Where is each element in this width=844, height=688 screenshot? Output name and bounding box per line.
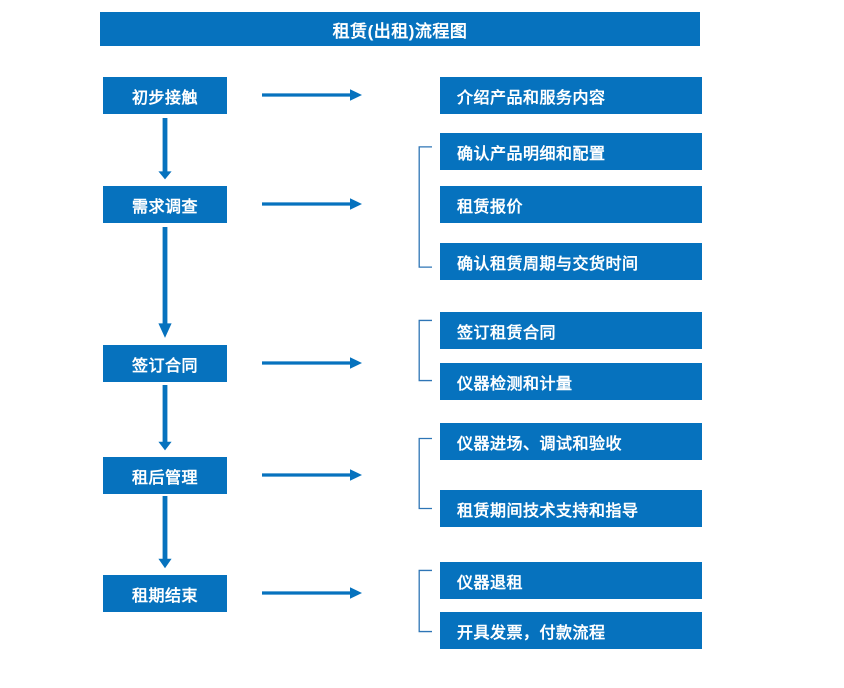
bracket-sign-contract-group — [418, 320, 434, 381]
stage-box-rental-end: 租期结束 — [103, 575, 227, 612]
detail-box-confirm-period-delivery: 确认租赁周期与交货时间 — [440, 243, 702, 280]
detail-label: 介绍产品和服务内容 — [457, 89, 606, 107]
detail-label: 仪器检测和计量 — [457, 375, 573, 393]
detail-label: 确认租赁周期与交货时间 — [457, 255, 639, 273]
arrow-to-initial-contact-details — [262, 88, 362, 102]
stage-label: 初步接触 — [131, 89, 198, 107]
detail-box-introduce-products: 介绍产品和服务内容 — [440, 77, 702, 114]
detail-label: 确认产品明细和配置 — [457, 145, 606, 163]
stage-label: 签订合同 — [131, 357, 198, 375]
detail-box-rental-quotation: 租赁报价 — [440, 186, 702, 223]
stage-box-initial-contact: 初步接触 — [103, 77, 227, 114]
detail-box-technical-support: 租赁期间技术支持和指导 — [440, 490, 702, 527]
detail-box-invoice-payment: 开具发票，付款流程 — [440, 612, 702, 649]
bracket-requirement-survey-group — [418, 146, 434, 268]
stage-label: 需求调查 — [131, 198, 198, 216]
detail-label: 开具发票，付款流程 — [457, 624, 606, 642]
detail-box-sign-rental-contract: 签订租赁合同 — [440, 312, 702, 349]
stage-box-requirement-survey: 需求调查 — [103, 186, 227, 223]
stage-box-sign-contract: 签订合同 — [103, 345, 227, 382]
arrow-to-rental-end-details — [262, 586, 362, 600]
page-title: 租赁(出租)流程图 — [100, 12, 700, 46]
bracket-rental-end-group — [418, 570, 434, 632]
arrow-to-sign-contract-details — [262, 356, 362, 370]
detail-label: 租赁报价 — [457, 198, 524, 216]
detail-label: 仪器退租 — [457, 574, 524, 592]
arrow-sign-contract-to-post-rental — [157, 385, 173, 451]
detail-box-instrument-entry-commissioning: 仪器进场、调试和验收 — [440, 423, 702, 460]
bracket-post-rental-group — [418, 438, 434, 509]
arrow-initial-contact-to-requirement-survey — [157, 118, 173, 180]
detail-box-confirm-product-spec: 确认产品明细和配置 — [440, 133, 702, 170]
arrow-requirement-survey-to-sign-contract — [157, 227, 173, 339]
arrow-to-post-rental-details — [262, 468, 362, 482]
detail-label: 租赁期间技术支持和指导 — [457, 502, 639, 520]
detail-label: 签订租赁合同 — [457, 324, 557, 342]
arrow-post-rental-to-rental-end — [157, 496, 173, 569]
arrow-to-requirement-survey-details — [262, 197, 362, 211]
detail-label: 仪器进场、调试和验收 — [457, 435, 623, 453]
stage-box-post-rental-management: 租后管理 — [103, 457, 227, 494]
detail-box-instrument-return: 仪器退租 — [440, 562, 702, 599]
stage-label: 租后管理 — [131, 469, 198, 487]
detail-box-instrument-inspection: 仪器检测和计量 — [440, 363, 702, 400]
stage-label: 租期结束 — [131, 587, 198, 605]
